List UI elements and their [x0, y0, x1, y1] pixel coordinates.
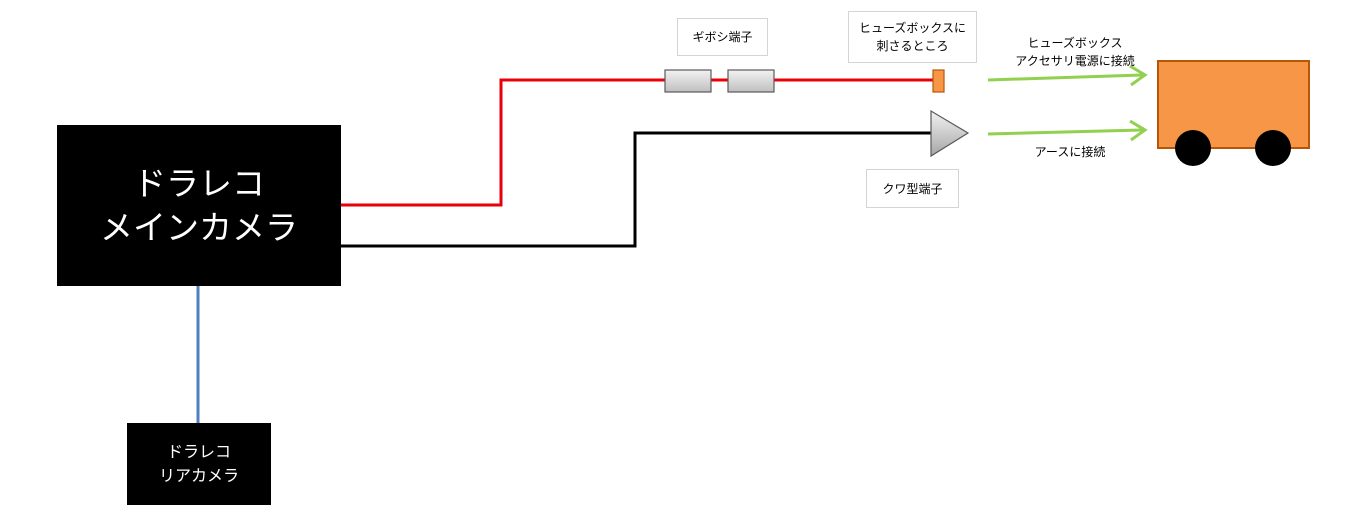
power-wire — [341, 78, 665, 207]
kuwa-terminal — [930, 109, 970, 158]
fuse-insert-label-line1: ヒューズボックスに — [858, 21, 967, 35]
main-camera-label-line1: ドラレコ — [133, 163, 265, 203]
kuwa-terminal-label-text: クワ型端子 — [882, 181, 943, 196]
kuwa-terminal-label: クワ型端子 — [866, 169, 959, 208]
gibosi-terminal-right — [727, 69, 775, 93]
main-camera-label-line2: メインカメラ — [100, 207, 298, 247]
gibosi-terminal-label-text: ギボシ端子 — [692, 30, 753, 44]
gibosi-terminal-left — [664, 69, 712, 93]
main-camera-box: ドラレコ メインカメラ — [57, 125, 341, 286]
accessory-power-note: ヒューズボックス アクセサリ電源に接続 — [1000, 34, 1150, 70]
arrow-to-earth — [987, 119, 1148, 142]
earth-note: アースに接続 — [1010, 143, 1130, 161]
rear-camera-label-line1: ドラレコ — [166, 442, 231, 461]
gibosi-terminal-label: ギボシ端子 — [677, 18, 768, 56]
rear-camera-box: ドラレコ リアカメラ — [127, 423, 271, 505]
car-icon — [1157, 60, 1310, 166]
ground-wire — [341, 131, 933, 248]
fuse-insert-label: ヒューズボックスに 刺さるところ — [848, 11, 977, 63]
rear-camera-label-line2: リアカメラ — [158, 466, 239, 485]
arrow-to-accessory-power — [987, 64, 1148, 87]
accessory-power-note-line1: ヒューズボックス — [1027, 36, 1123, 50]
fuse-plug — [932, 69, 945, 93]
accessory-power-note-line2: アクセサリ電源に接続 — [1015, 54, 1135, 68]
earth-note-text: アースに接続 — [1034, 145, 1106, 159]
fuse-insert-label-line2: 刺さるところ — [876, 39, 949, 53]
